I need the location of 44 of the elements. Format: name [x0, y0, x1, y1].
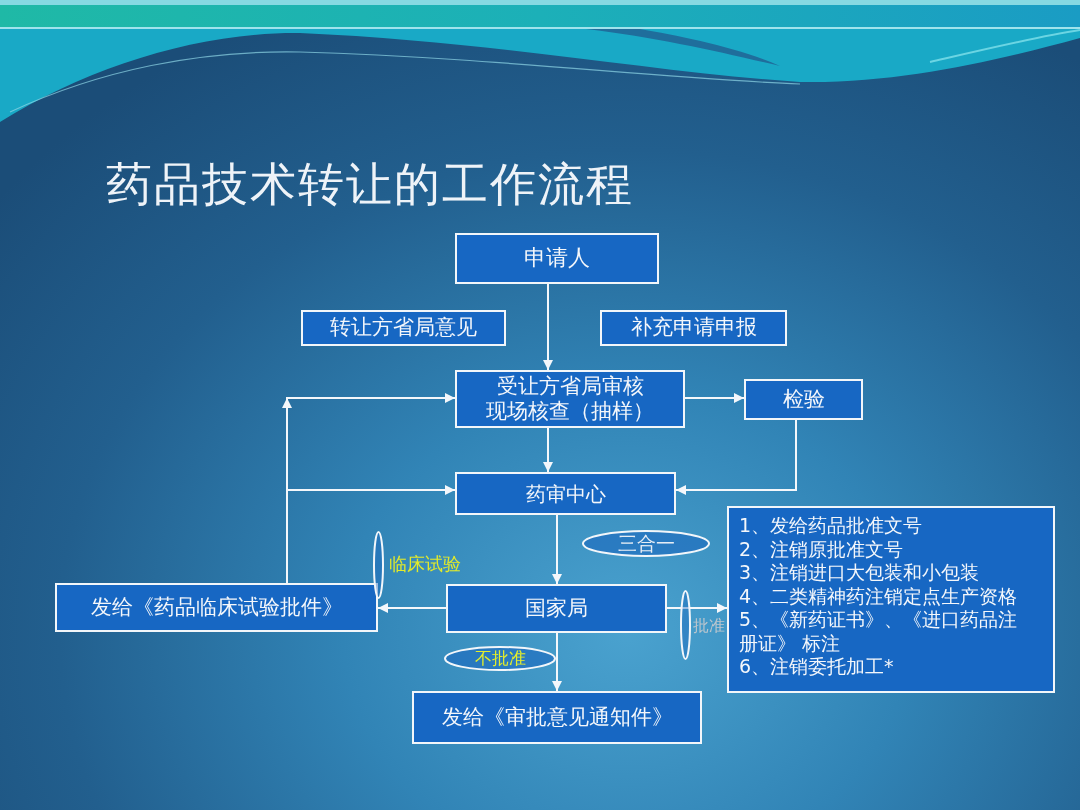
- process-box: [455, 370, 685, 428]
- process-box: [412, 691, 702, 744]
- arrow: [666, 603, 728, 613]
- oval-tag: [582, 530, 710, 557]
- process-box: [55, 583, 378, 632]
- process-box: [455, 472, 676, 515]
- process-box: [455, 233, 659, 284]
- list-item: 4、二类精神药注销定点生产资格: [739, 584, 1019, 609]
- list-item: 1、发给药品批准文号: [739, 514, 924, 538]
- box-label: 受让方省局审核: [496, 373, 644, 399]
- arrow: [684, 393, 745, 403]
- process-box: [446, 584, 667, 633]
- box-label: 发给《药品临床试验批件》: [90, 594, 343, 621]
- box-label: 现场核查（抽样）: [486, 399, 654, 425]
- tag-text: 不批准: [474, 648, 526, 669]
- process-box: [744, 379, 863, 420]
- arrow: [552, 514, 562, 585]
- edge-label: 临床试验: [389, 553, 461, 575]
- box-label: 国家局: [525, 595, 588, 622]
- list-item: 6、注销委托加工*: [739, 655, 895, 679]
- process-box: [301, 310, 506, 346]
- box-label: 转让方省局意见: [330, 315, 477, 341]
- arrow: [543, 283, 553, 371]
- box-label: 发给《审批意见通知件》: [441, 704, 673, 731]
- box-label: 补充申请申报: [630, 315, 757, 341]
- box-label: 药审中心: [525, 481, 606, 506]
- arrow: [675, 419, 797, 495]
- oval-marker: [373, 531, 384, 599]
- tag-text: 三合一: [617, 532, 675, 555]
- arrow: [286, 485, 456, 584]
- oval-tag: [444, 646, 556, 671]
- process-box: [600, 310, 787, 346]
- result-list-box: [727, 506, 1055, 693]
- edge-label: 批准: [693, 616, 725, 636]
- box-label: 申请人: [524, 245, 590, 272]
- list-item: 5、《新药证书》、《进口药品注册证》 标注: [739, 608, 1019, 656]
- list-item: 2、注销原批准文号: [739, 537, 905, 562]
- list-item: 3、注销进口大包装和小包装: [739, 561, 981, 585]
- arrow: [543, 427, 553, 473]
- box-label: 检验: [782, 386, 825, 413]
- oval-marker: [680, 590, 691, 660]
- arrow: [552, 632, 562, 692]
- arrow: [377, 603, 447, 613]
- slide-title: 药品技术转让的工作流程: [106, 158, 634, 211]
